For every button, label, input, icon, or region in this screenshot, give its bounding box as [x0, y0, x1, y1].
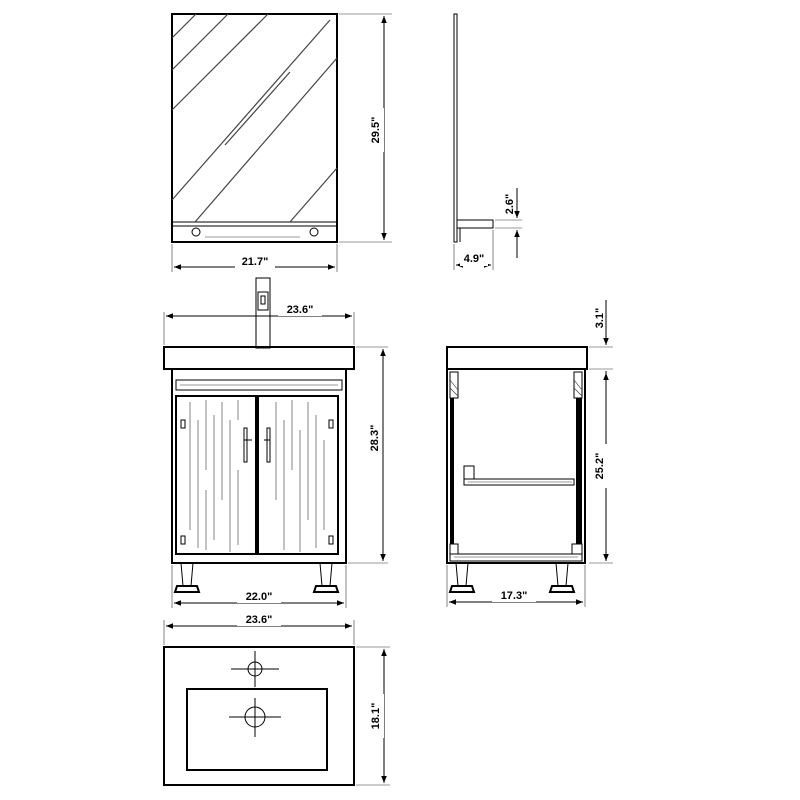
mirror-height-label: 29.5" — [370, 117, 382, 144]
shelf-height-label: 2.6" — [504, 194, 516, 215]
cabinet-width-dimension: 22.0" — [171, 565, 347, 608]
vanity-top-width-dimension: 23.6" — [163, 302, 355, 345]
vanity-top-width-label: 23.6" — [287, 304, 314, 316]
sink-width-dimension: 23.6" — [163, 612, 355, 645]
cabinet-width-label: 22.0" — [246, 591, 273, 603]
mirror-height-dimension: 29.5" — [339, 13, 392, 243]
cabinet-depth-label: 17.3" — [501, 590, 528, 602]
mirror-front-view — [171, 13, 338, 243]
vanity-front-view — [163, 277, 355, 593]
top-thickness-dimension: 3.1" — [589, 300, 613, 390]
sink-depth-label: 18.1" — [370, 703, 382, 730]
shelf-height-dimension: 2.6" — [495, 188, 522, 258]
cabinet-height-dimension: 25.2" — [589, 373, 613, 564]
vanity-side-view — [446, 346, 588, 593]
vanity-height-label: 28.3" — [369, 425, 381, 452]
cabinet-height-label: 25.2" — [594, 453, 606, 480]
mirror-width-label: 21.7" — [242, 256, 269, 268]
top-thickness-label: 3.1" — [594, 308, 606, 329]
shelf-depth-label: 4.9" — [464, 253, 485, 265]
mirror-width-dimension: 21.7" — [171, 244, 338, 272]
cabinet-depth-dimension: 17.3" — [446, 565, 586, 607]
mirror-side-view — [453, 13, 494, 243]
vanity-height-dimension: 28.3" — [348, 346, 388, 564]
sink-depth-dimension: 18.1" — [356, 646, 390, 786]
sink-width-label: 23.6" — [246, 614, 273, 626]
shelf-depth-dimension: 4.9" — [453, 230, 494, 270]
sink-top-view — [163, 646, 355, 786]
